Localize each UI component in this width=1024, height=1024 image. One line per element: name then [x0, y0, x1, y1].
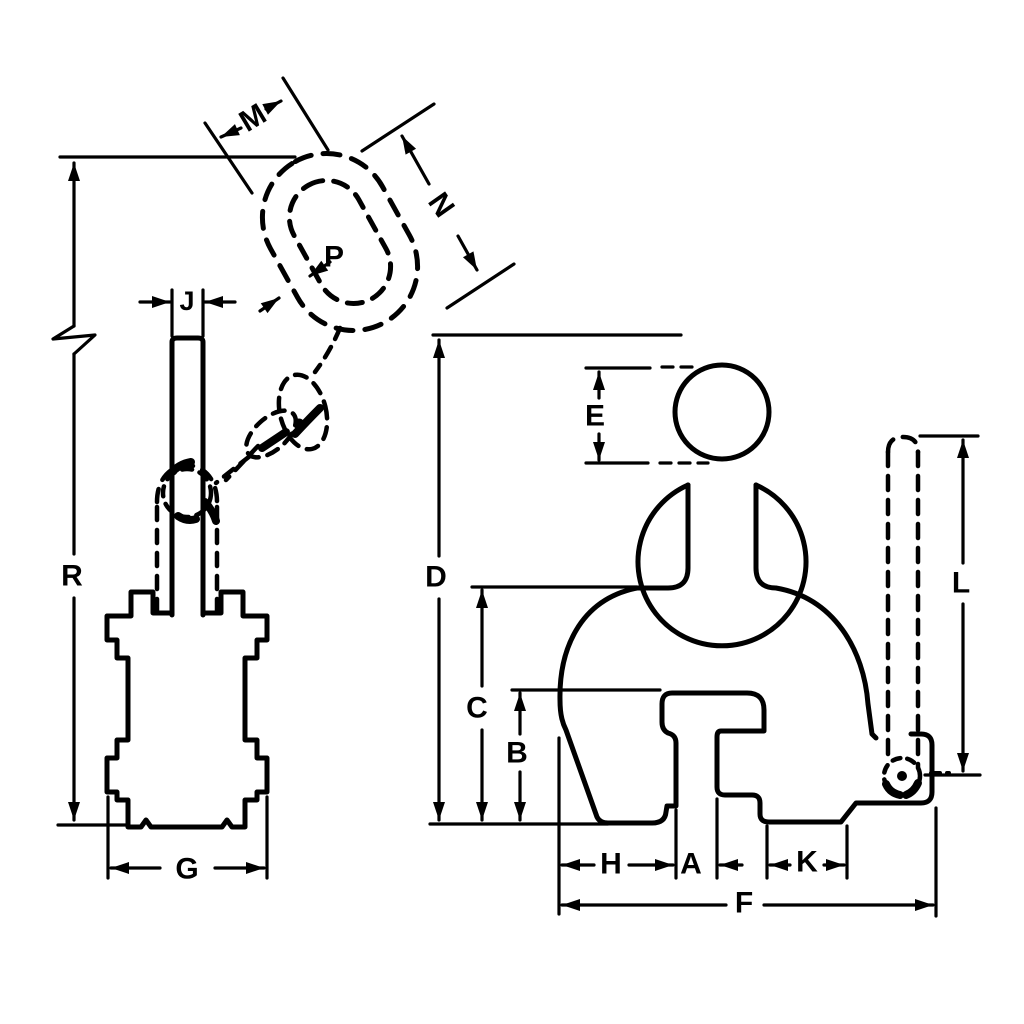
- handle-pivot-circle: [881, 755, 923, 797]
- n-arrow-up: [400, 134, 431, 186]
- n-arrow-down: [456, 234, 479, 272]
- side-view-bar: [169, 335, 206, 618]
- chain-link-solid-5: [258, 428, 290, 452]
- p-arrow-upper: [308, 260, 332, 278]
- m-ext-2: [281, 76, 330, 152]
- master-link-outer: [259, 151, 421, 333]
- dim-label-h: H: [600, 848, 622, 881]
- dim-label-c: C: [466, 692, 488, 725]
- chain-link-oval-1: [276, 372, 330, 452]
- front-view-eye-outer: [635, 482, 809, 649]
- m-arrow-left: [219, 124, 243, 139]
- side-view-body: [104, 589, 270, 830]
- chain-link-solid-4: [291, 404, 324, 438]
- n-ext-2: [445, 262, 516, 310]
- dim-label-b: B: [506, 737, 528, 770]
- n-ext-1: [360, 102, 436, 153]
- r-break-symbol: [51, 324, 97, 356]
- dim-label-a: A: [680, 848, 702, 881]
- dim-label-p: P: [324, 241, 344, 274]
- dim-label-g: G: [175, 853, 198, 886]
- dimension-lines: [51, 76, 982, 918]
- dim-label-r: R: [61, 560, 83, 593]
- dim-label-f: F: [735, 887, 753, 920]
- phantom-lines: [154, 151, 951, 797]
- clevis-pin-circle: [160, 466, 214, 520]
- dim-label-j: J: [179, 286, 194, 316]
- p-arrow-lower: [258, 296, 281, 314]
- dim-label-d: D: [425, 561, 447, 594]
- front-view-left-side-and-jaw: [557, 482, 935, 826]
- chain-connector-lower-2: [223, 443, 261, 483]
- pivot-center-dot: [897, 771, 907, 781]
- dim-label-l: L: [952, 567, 970, 600]
- m-ext-1: [203, 121, 254, 195]
- chain-connector-upper: [312, 325, 343, 375]
- m-arrow-right: [262, 99, 283, 115]
- front-view-eye-hole: [672, 362, 772, 462]
- dim-label-e: E: [585, 400, 605, 433]
- handle-top-arc: [885, 434, 921, 455]
- master-link-inner: [286, 178, 394, 306]
- clevis-top-arc: [154, 463, 220, 505]
- dim-label-k: K: [796, 846, 818, 879]
- front-view-right-side: [753, 482, 879, 741]
- chain-connector-lower: [213, 453, 253, 486]
